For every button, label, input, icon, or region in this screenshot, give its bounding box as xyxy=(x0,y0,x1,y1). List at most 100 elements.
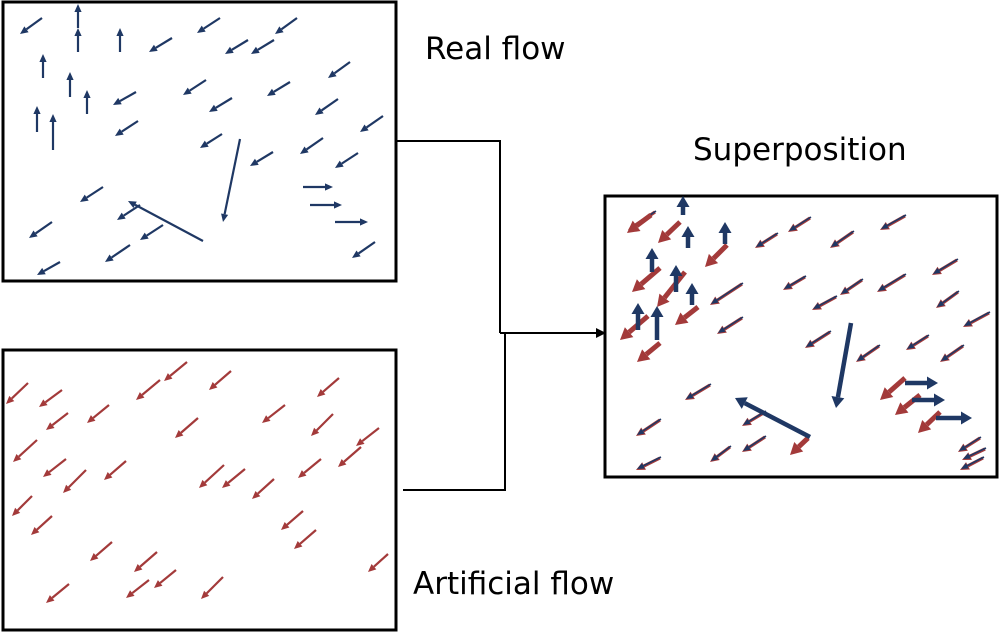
superposition-real-thin-vector-3-shaft xyxy=(794,216,812,228)
artificial-flow-vector-27-head xyxy=(134,564,143,572)
artificial-flow-vector-32-shaft xyxy=(373,553,389,568)
superposition-real-thin-vector-20-shaft xyxy=(642,418,662,432)
artificial-flow-vector-5-shaft xyxy=(214,370,232,386)
real-flow-vectors xyxy=(20,4,384,275)
real-flow-vector-1-head xyxy=(20,26,29,34)
real-flow-vector-1 xyxy=(20,17,43,34)
superposition-real-vector-2 xyxy=(681,226,695,248)
superposition-real-vector-12-head xyxy=(934,393,945,407)
superposition-label: Superposition xyxy=(693,132,907,168)
superposition-real-thin-vector-15-shaft xyxy=(862,344,881,358)
superposition-artificial-vector-4-head xyxy=(632,279,646,292)
artificial-flow-vector-15-shaft xyxy=(109,460,127,476)
real-flow-vector-35 xyxy=(29,221,53,238)
superposition-real-thin-vector-6-head xyxy=(711,297,719,304)
real-flow-vector-5 xyxy=(149,37,173,52)
real-flow-vector-32-shaft xyxy=(86,186,104,199)
real-flow-vector-16-shaft xyxy=(257,39,275,51)
real-flow-vector-23-shaft xyxy=(256,151,274,163)
superposition-real-thin-vector-25-head xyxy=(959,444,967,451)
real-flow-vector-20-shaft xyxy=(320,98,339,112)
superposition-real-vector-7 xyxy=(650,306,664,340)
superposition-real-thin-vector-24-head xyxy=(711,454,719,461)
superposition-real-vector-6-head xyxy=(685,283,699,294)
superposition-real-thin-vector-22-head xyxy=(743,444,751,451)
artificial-flow-vector-27-shaft xyxy=(139,551,158,568)
real-flow-vector-7-head xyxy=(275,26,284,34)
superposition-real-thin-vector-14-head xyxy=(806,340,814,347)
artificial-flow-vector-12 xyxy=(311,413,334,436)
artificial-flow-vector-2-head xyxy=(39,399,48,407)
real-flow-vector-15-head xyxy=(225,46,234,54)
superposition-real-vector-12 xyxy=(912,393,945,407)
artificial-flow-vector-3-shaft xyxy=(141,379,161,396)
artificial-flow-vector-21 xyxy=(63,469,87,493)
artificial-flow-vector-22-head xyxy=(31,526,40,535)
artificial-flow-vector-10-shaft xyxy=(180,417,199,434)
artificial-flow-vector-3 xyxy=(136,379,161,400)
real-flow-vector-36-head xyxy=(105,254,114,262)
superposition-real-vector-8 xyxy=(631,303,645,330)
artificial-flow-vector-17-shaft xyxy=(227,468,246,484)
real-flow-label: Real flow xyxy=(425,31,566,67)
artificial-flow-vector-13 xyxy=(356,427,380,446)
real-flow-vector-32 xyxy=(80,186,104,202)
artificial-flow-vector-6 xyxy=(317,377,340,397)
real-flow-vector-11 xyxy=(33,106,41,132)
artificial-flow-vector-16 xyxy=(199,464,225,488)
real-flow-vector-36 xyxy=(105,244,131,262)
superposition-real-thin-vector-27-shaft xyxy=(966,456,985,467)
artificial-flow-vector-3-head xyxy=(136,392,145,400)
superposition-artificial-vector-8 xyxy=(637,341,662,362)
superposition-real-thin-vector-26-head xyxy=(963,453,971,459)
artificial-flow-vector-5-head xyxy=(209,382,218,390)
superposition-real-thin-vector-3 xyxy=(789,216,812,231)
real-flow-vector-20 xyxy=(315,98,339,115)
artificial-flow-vector-13-head xyxy=(356,438,365,446)
real-flow-vector-32-head xyxy=(80,194,89,202)
real-flow-vector-38-shaft xyxy=(357,241,376,255)
superposition-artificial-vector-7-head xyxy=(620,327,634,340)
superposition-real-thin-vector-25-shaft xyxy=(964,436,982,448)
artificial-flow-vector-31 xyxy=(201,576,224,599)
superposition-real-thin-vector-27 xyxy=(961,456,985,469)
artificial-flow-vector-31-head xyxy=(201,590,210,599)
artificial-flow-vector-30-head xyxy=(46,595,55,603)
artificial-flow-vector-29-shaft xyxy=(131,579,150,594)
superposition-real-thin-vector-12-shaft xyxy=(723,316,744,330)
real-flow-vector-26 xyxy=(360,115,384,132)
real-flow-vector-8-head xyxy=(39,54,47,62)
real-flow-vector-22-head xyxy=(200,140,209,148)
artificial-flow-label: Artificial flow xyxy=(413,566,614,602)
real-flow-vector-27-head xyxy=(221,213,229,222)
real-flow-vector-7-shaft xyxy=(280,17,298,31)
superposition-real-thin-vector-20 xyxy=(637,418,662,435)
superposition-real-thin-vector-7 xyxy=(784,275,807,289)
artificial-flow-vector-27 xyxy=(134,551,158,572)
artificial-flow-vector-13-shaft xyxy=(361,427,380,442)
artificial-flow-vector-30-shaft xyxy=(51,583,70,599)
superposition-real-thin-vector-18 xyxy=(941,344,965,361)
real-flow-vector-24-shaft xyxy=(305,137,324,151)
real-flow-vector-5-shaft xyxy=(155,37,173,49)
real-flow-vector-34 xyxy=(140,224,164,240)
superposition-real-vector-7-head xyxy=(650,306,664,317)
artificial-flow-vector-1 xyxy=(6,382,29,404)
superposition-real-thin-vector-18-shaft xyxy=(946,344,965,358)
superposition-real-thin-vector-13 xyxy=(937,290,960,307)
superposition-real-thin-vector-23-head xyxy=(637,463,645,469)
artificial-flow-vector-25-head xyxy=(294,541,303,549)
real-flow-vector-23 xyxy=(250,151,274,166)
artificial-flow-vector-14-shaft xyxy=(48,458,67,473)
artificial-flow-vector-8-head xyxy=(13,453,22,462)
artificial-flow-vector-22-shaft xyxy=(36,515,53,531)
superposition-real-vector-2-head xyxy=(681,226,695,237)
superposition-artificial-vector-5-head xyxy=(657,293,670,307)
real-flow-vector-31 xyxy=(335,218,368,226)
artificial-flow-vector-28-head xyxy=(154,580,163,588)
artificial-flow-vector-26 xyxy=(90,541,113,561)
real-flow-vector-19 xyxy=(267,81,291,96)
real-flow-vector-23-head xyxy=(250,158,259,166)
superposition-artificial-vector-8-shaft xyxy=(644,341,662,357)
real-flow-vector-11-head xyxy=(33,106,41,114)
